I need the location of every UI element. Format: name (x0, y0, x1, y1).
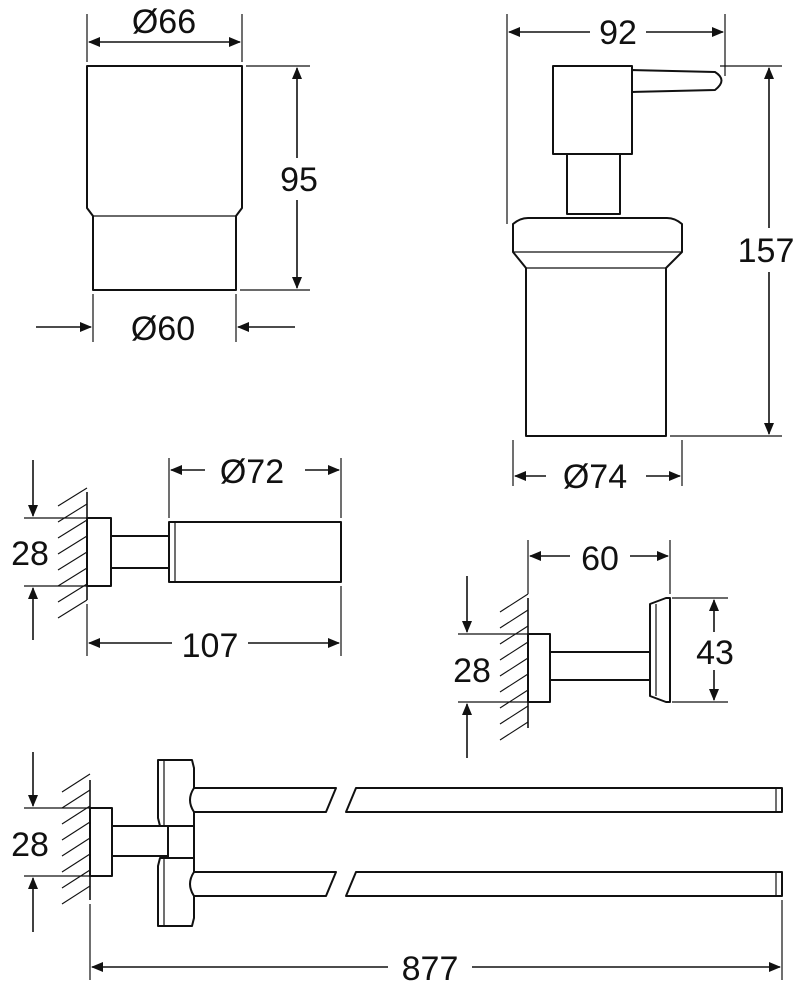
tumbler-height-label: 95 (280, 161, 318, 199)
hook-arm (549, 651, 651, 681)
hook-height-label: 43 (696, 634, 734, 672)
robe-hook-drawing: 60 28 43 (453, 538, 744, 758)
towel-upper-bar (189, 787, 337, 813)
holder-projection-label: 107 (182, 627, 239, 665)
dispenser-pump-head (552, 65, 633, 155)
dispenser-neck (566, 153, 621, 215)
towel-length-label: 877 (402, 950, 459, 988)
wall-hatching (499, 593, 529, 741)
towel-upper-hinge (157, 759, 195, 827)
holder-ring (168, 521, 342, 583)
towel-holder-drawing: 28 877 (11, 752, 783, 988)
dispenser-collar (512, 217, 683, 437)
hook-projection-label: 60 (581, 540, 619, 578)
dispenser-nozzle (631, 69, 723, 93)
wall-hatching (57, 487, 88, 619)
hook-rosette-height-label: 28 (453, 652, 491, 690)
tumbler-top-diameter-label: Ø66 (132, 3, 196, 41)
holder-rosette-height-label: 28 (11, 535, 49, 573)
tumbler-holder-drawing: 28 Ø72 107 (11, 450, 342, 665)
holder-arm (110, 535, 170, 569)
tumbler-drawing: Ø66 95 Ø60 (36, 3, 328, 348)
wall-hatching (61, 773, 91, 905)
towel-rosette (89, 807, 113, 877)
soap-dispenser-drawing: 92 157 Ø74 (506, 14, 798, 496)
dispenser-diameter-label: Ø74 (563, 458, 627, 496)
holder-rosette (86, 517, 112, 587)
towel-rosette-height-label: 28 (11, 826, 49, 864)
tumbler-body (86, 65, 243, 291)
towel-lower-bar (189, 871, 337, 897)
dispenser-width-label: 92 (599, 14, 637, 52)
towel-lower-bar-end (345, 871, 783, 897)
towel-upper-bar-end (345, 787, 783, 813)
towel-arm (111, 825, 169, 857)
hook-rosette (527, 633, 551, 703)
towel-lower-hinge (157, 857, 195, 927)
dispenser-height-label: 157 (738, 232, 795, 270)
tumbler-bottom-diameter-label: Ø60 (131, 310, 195, 348)
holder-ring-diameter-label: Ø72 (220, 453, 284, 491)
hook-end (649, 597, 671, 703)
